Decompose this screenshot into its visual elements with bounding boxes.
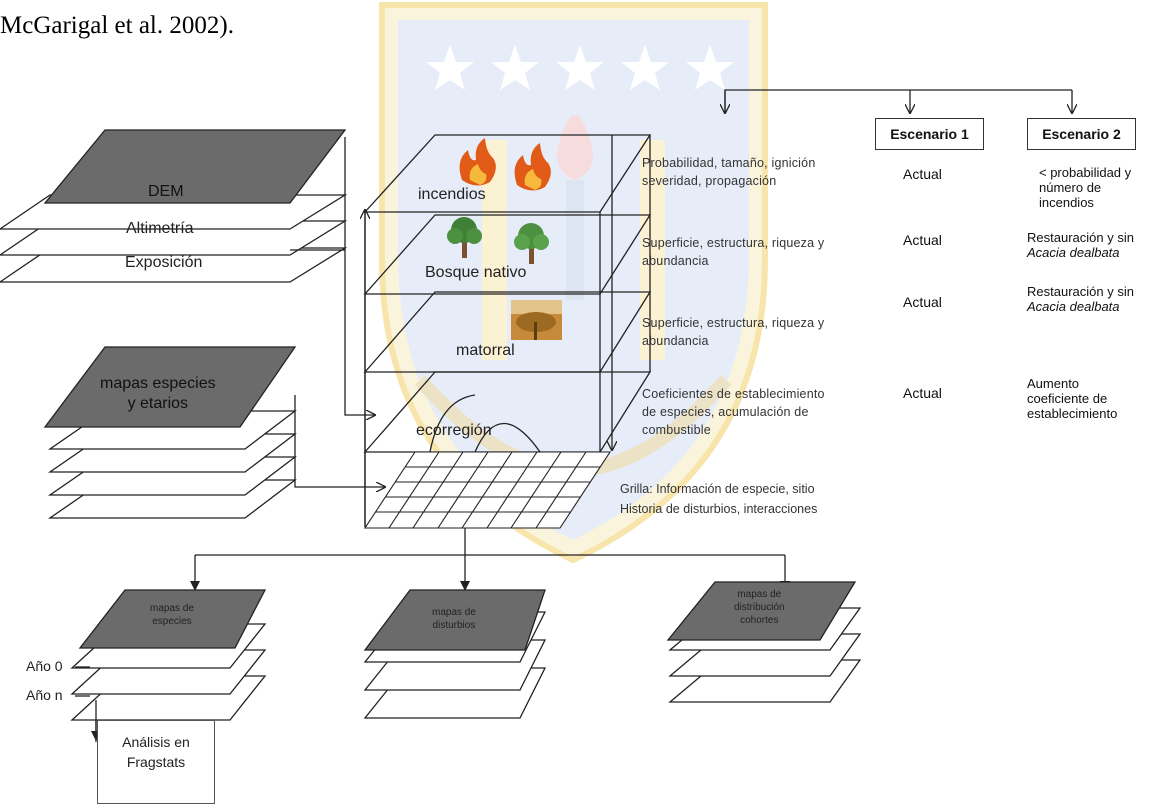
shrub-photo-icon [511, 300, 562, 340]
year-0-label: Año 0 [26, 658, 63, 674]
dem-label: DEM [148, 183, 184, 200]
ecorregion-label: ecorregión [416, 422, 492, 439]
tree-icon [447, 217, 482, 258]
scenario-1-ecoregion: Actual [903, 385, 942, 401]
scenario-2-header: Escenario 2 [1027, 118, 1136, 150]
output-stack-species [70, 589, 267, 721]
species-maps-label: mapas especies y etarios [100, 375, 216, 412]
fire-icon [514, 143, 551, 191]
grid-layer [363, 451, 612, 529]
tree-icon [514, 223, 549, 264]
central-stack [365, 134, 652, 527]
output-stack-cohorts [666, 581, 862, 703]
altimetria-label: Altimetría [126, 220, 194, 237]
scenario-1-shrub: Actual [903, 294, 942, 310]
exposicion-label: Exposición [125, 254, 203, 271]
matorral-label: matorral [456, 342, 515, 359]
scenario-1-header: Escenario 1 [875, 118, 984, 150]
incendios-label: incendios [418, 186, 486, 203]
dem-stack [0, 129, 348, 283]
fire-icon [459, 138, 496, 186]
scenario-1-forest: Actual [903, 232, 942, 248]
output-stack-disturbances [363, 589, 547, 719]
species-stack [43, 346, 297, 519]
citation-text: McGarigal et al. 2002). [0, 12, 234, 39]
bosque-nativo-label: Bosque nativo [425, 264, 527, 281]
scenario-1-fire: Actual [903, 166, 942, 182]
year-n-label: Año n [26, 687, 63, 703]
